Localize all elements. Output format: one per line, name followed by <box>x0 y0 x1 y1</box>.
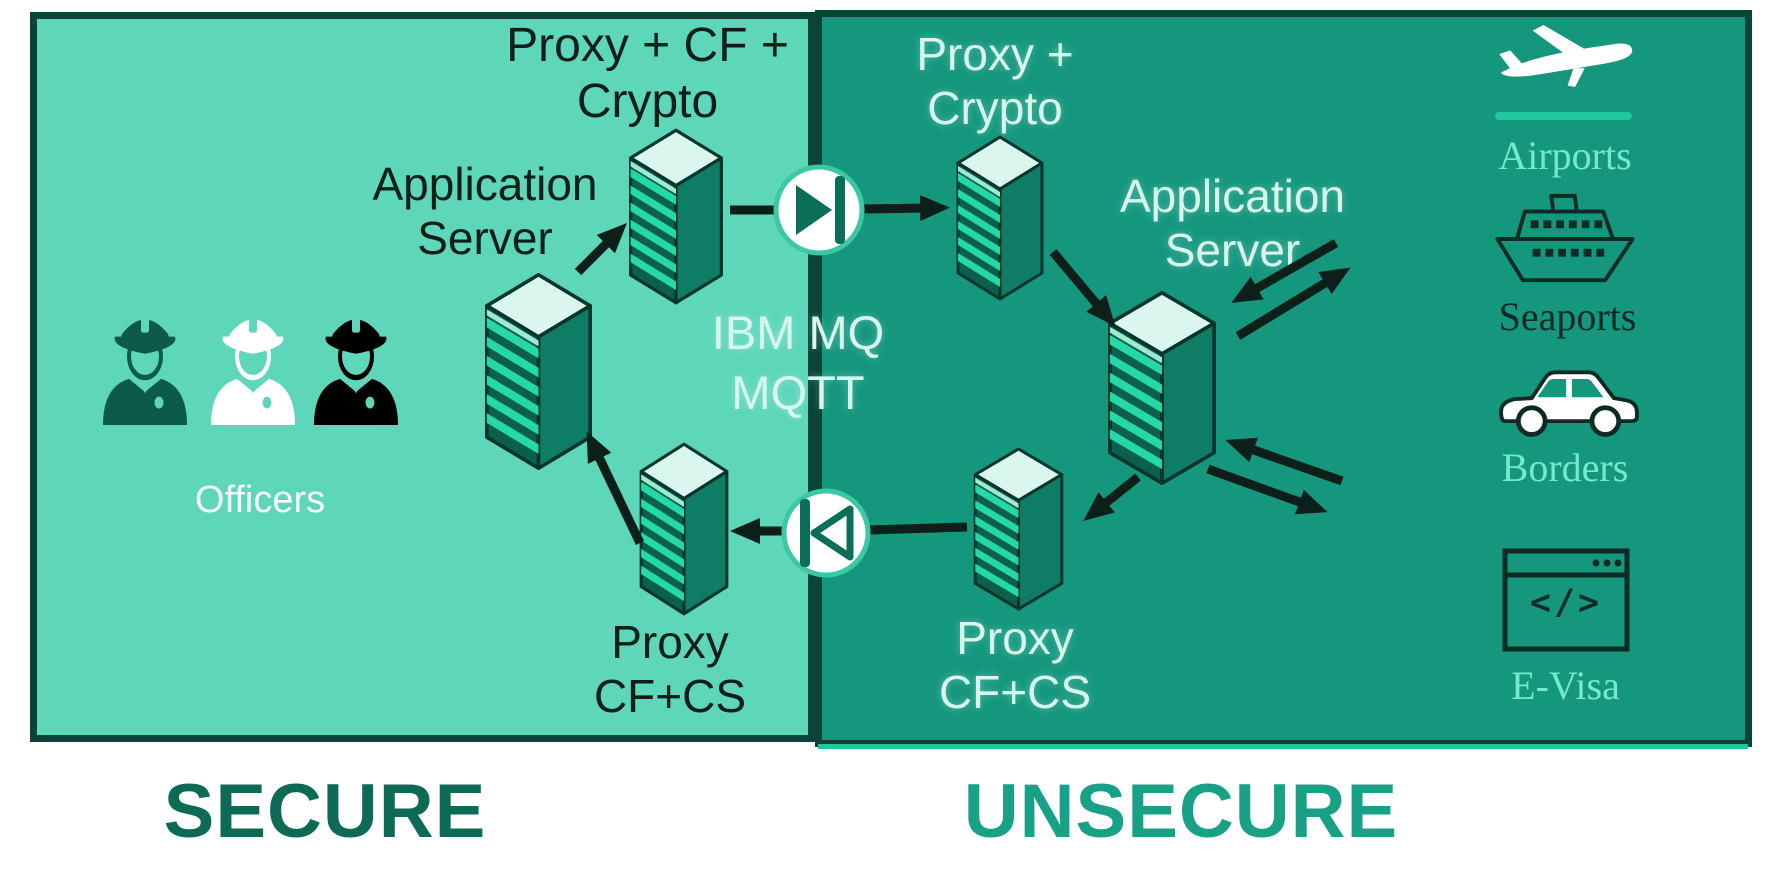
label-line: Server <box>417 211 553 264</box>
service-label-seaports: Seaports <box>1498 294 1637 339</box>
airplane-underline <box>1495 112 1632 120</box>
unsecure-application-server-label: Application Server <box>1085 170 1380 278</box>
channel-protocol-label: IBM MQ MQTT <box>668 303 928 423</box>
label-line: Proxy + CF + <box>506 19 789 72</box>
unsecure-zone-accent-line <box>818 744 1748 749</box>
label-line: Server <box>1164 223 1301 276</box>
code-glyph-text: </> <box>1529 583 1603 623</box>
label-line: Crypto <box>927 81 1063 134</box>
service-label-evisa: E-Visa <box>1511 663 1620 708</box>
label-line: Application <box>1119 170 1346 222</box>
label-line: Application <box>372 158 598 210</box>
unsecure-proxy-crypto-server-icon <box>956 135 1044 301</box>
officer-black-icon <box>314 316 398 426</box>
label-line: CF+CS <box>938 665 1092 718</box>
label-line: MQTT <box>731 366 865 420</box>
secure-proxy-cfcs-server-icon <box>639 442 729 616</box>
unsecure-proxy-cfcs-label: Proxy CF+CS <box>890 612 1140 720</box>
unsecure-proxy-cfcs-server-icon <box>973 447 1064 611</box>
label-line: Proxy <box>956 612 1074 664</box>
unsecure-zone-title: UNSECURE <box>963 769 1399 854</box>
label-line: Officers <box>194 479 326 521</box>
airplane-icon <box>1499 25 1633 87</box>
secure-application-server-icon <box>484 272 593 471</box>
secure-proxy-cf-crypto-server-icon <box>629 128 723 305</box>
secure-proxy-cf-crypto-label: Proxy + CF + Crypto <box>460 18 835 130</box>
label-line: IBM MQ <box>711 306 885 359</box>
browser-code-icon <box>1502 548 1630 652</box>
secure-application-server-label: Application Server <box>340 158 630 266</box>
officers-label: Officers <box>155 478 365 522</box>
service-label-borders: Borders <box>1501 445 1629 490</box>
data-diode-left-icon <box>781 488 871 578</box>
secure-proxy-cfcs-label: Proxy CF+CS <box>545 616 795 724</box>
label-line: CF+CS <box>593 669 747 722</box>
data-diode-right-icon <box>773 164 865 256</box>
label-line: Proxy + <box>916 28 1074 80</box>
unsecure-application-server-icon <box>1108 290 1216 486</box>
car-icon <box>1499 370 1639 437</box>
officer-white-icon <box>211 316 295 426</box>
secure-zone-title: SECURE <box>163 769 487 854</box>
unsecure-proxy-crypto-label: Proxy + Crypto <box>880 28 1110 136</box>
ship-icon <box>1495 193 1635 283</box>
service-label-airports: Airports <box>1498 133 1632 178</box>
label-line: Crypto <box>576 75 719 129</box>
label-line: Proxy <box>611 616 729 668</box>
officer-dark-icon <box>103 316 187 426</box>
